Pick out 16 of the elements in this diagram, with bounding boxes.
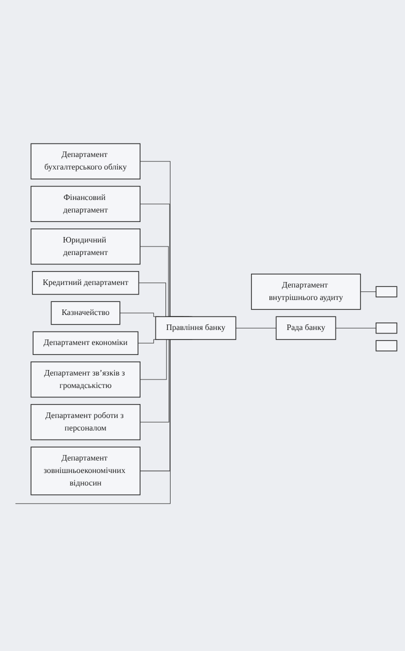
node-box: Рада банку (276, 316, 336, 340)
node-box: Департамент бухгалтерського обліку (30, 143, 140, 180)
node-box: Казначейство (50, 301, 120, 325)
node-box: Департамент зв’язків з громадськістю (30, 361, 140, 398)
node-box (376, 340, 398, 352)
node-box: Департамент зовнішньоекономічних відносин (30, 446, 140, 496)
node-box: Правління банку (155, 316, 236, 340)
connector (360, 291, 376, 292)
node-box: Юридичний департамент (30, 228, 140, 265)
node-box: Кредитний департамент (32, 271, 140, 295)
node-box (376, 286, 398, 298)
node-box: Департамент внутрішнього аудиту (251, 274, 361, 310)
node-box: Департамент економіки (32, 331, 138, 355)
node-box (376, 322, 398, 334)
node-box: Фінансовий департамент (30, 186, 140, 222)
node-box: Департамент роботи з персоналом (30, 404, 140, 440)
